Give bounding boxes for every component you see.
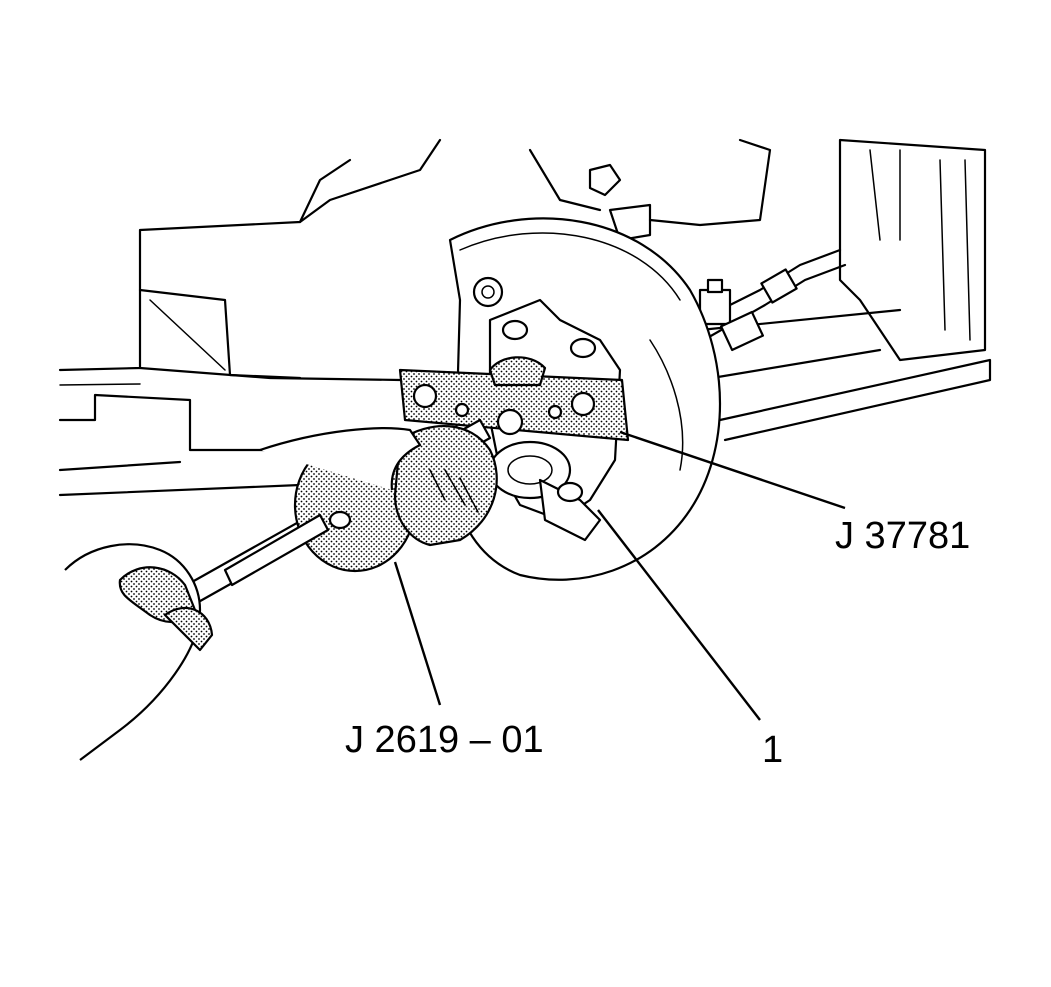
leader-lines xyxy=(393,430,846,721)
technician-hands xyxy=(64,424,498,761)
callout-part-1: 1 xyxy=(762,729,783,771)
vehicle-body-outline xyxy=(58,138,442,497)
leader-slide-hammer xyxy=(393,561,442,706)
frame-rail xyxy=(528,138,992,442)
leader-part-1 xyxy=(597,509,761,721)
hub-remover-tool xyxy=(398,356,630,442)
callout-hub-remover: J 37781 xyxy=(835,515,970,557)
callout-slide-hammer: J 2619 – 01 xyxy=(345,719,544,761)
leader-hub-remover xyxy=(619,430,846,510)
